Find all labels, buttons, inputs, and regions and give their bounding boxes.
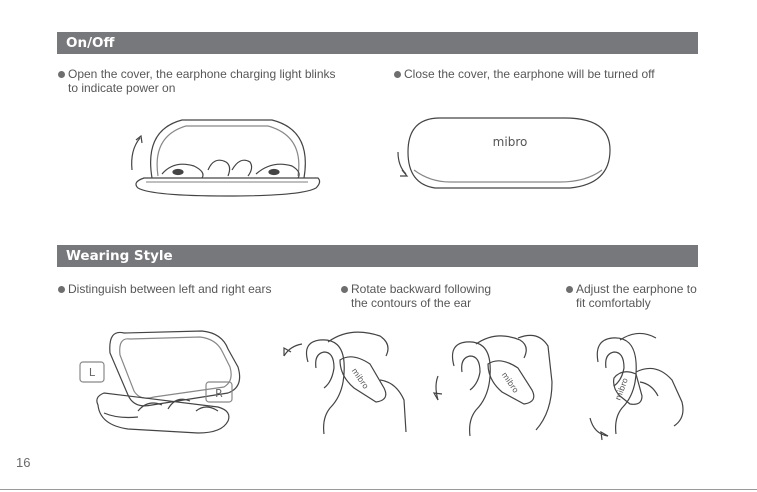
- lr-case-illustration: L R: [79, 330, 241, 434]
- case-brand-logo: mibro: [493, 135, 528, 149]
- ear-adjust-illustration: mibro: [589, 332, 684, 441]
- bullet-text-line: Close the cover, the earphone will be tu…: [404, 67, 655, 81]
- bullet-dot-icon: [58, 286, 65, 293]
- bullet-text-line: the contours of the ear: [351, 296, 472, 310]
- earbud-brand-logo: mibro: [613, 377, 629, 402]
- open-case-illustration: [131, 119, 321, 197]
- bullet-text-line: Rotate backward following: [351, 282, 492, 296]
- bullet-dot-icon: [566, 286, 573, 293]
- left-ear-marker: L: [89, 366, 96, 379]
- ear-rotate-illustration-2: mibro: [432, 334, 553, 437]
- bullet-dot-icon: [58, 71, 65, 78]
- bullet-adjust: Adjust the earphone to fit comfortably: [566, 282, 697, 310]
- section-title: Wearing Style: [66, 248, 173, 264]
- earbud-brand-logo: mibro: [500, 371, 521, 395]
- ear-rotate-illustration-1: mibro: [283, 331, 407, 435]
- bullet-dot-icon: [341, 286, 348, 293]
- page-number: 16: [16, 455, 31, 470]
- bullet-text-line: to indicate power on: [68, 81, 176, 95]
- footer-divider: [0, 489, 757, 490]
- bullet-text-line: fit comfortably: [576, 296, 651, 310]
- section-header-onoff: On/Off: [57, 32, 698, 54]
- right-ear-marker: R: [215, 387, 223, 400]
- bullet-text-line: Adjust the earphone to: [576, 282, 697, 296]
- bullet-close-cover: Close the cover, the earphone will be tu…: [394, 67, 655, 81]
- bullet-dot-icon: [394, 71, 401, 78]
- bullet-text-line: Distinguish between left and right ears: [68, 282, 272, 296]
- closed-case-illustration: mibro: [397, 117, 611, 189]
- bullet-open-cover: Open the cover, the earphone charging li…: [58, 67, 336, 95]
- bullet-distinguish: Distinguish between left and right ears: [58, 282, 271, 296]
- section-title: On/Off: [66, 35, 115, 51]
- section-header-wearing: Wearing Style: [57, 245, 698, 267]
- bullet-text-line: Open the cover, the earphone charging li…: [68, 67, 336, 81]
- bullet-rotate: Rotate backward following the contours o…: [341, 282, 491, 310]
